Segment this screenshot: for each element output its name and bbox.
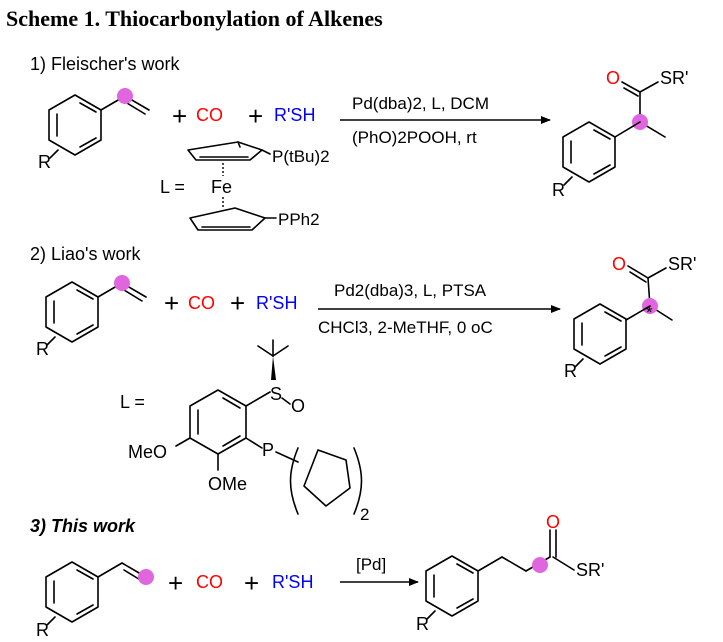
highlight-dot [114, 275, 130, 291]
plus-sign: + [168, 568, 183, 598]
product-sr: SR' [660, 68, 688, 88]
ferrocene-ligand: P(tBu)2 Fe PPh2 L = [160, 141, 330, 231]
conditions-bottom: CHCl3, 2-MeTHF, 0 oC [318, 318, 493, 337]
r-group-label: R [564, 361, 577, 381]
highlight-dot [532, 557, 548, 573]
scheme-title: Scheme 1. Thiocarbonylation of Alkenes [6, 6, 383, 31]
ligand-phosphorus: P [262, 440, 274, 460]
ligand-fe: Fe [211, 177, 232, 197]
conditions-top: Pd(dba)2, L, DCM [352, 94, 489, 113]
plus-sign: + [172, 101, 187, 131]
r-group-label: R [416, 614, 429, 634]
ligand-prefix: L = [160, 177, 185, 197]
r-group-label: R [36, 620, 49, 640]
product-sr: SR' [576, 560, 604, 580]
stereocenter-star: * [646, 303, 653, 322]
section-3-label-text: 3) This work [30, 516, 136, 536]
ligand-pph2: PPh2 [278, 210, 320, 229]
section-2-styrene: R [36, 275, 147, 359]
plus-sign: + [248, 101, 263, 131]
section-2-product: O SR' * R [564, 254, 696, 381]
co-reagent: CO [188, 293, 215, 313]
ligand-prefix: L = [120, 392, 145, 412]
ligand-p-tbu: P(tBu)2 [272, 147, 330, 166]
thiol-reagent: R'SH [272, 572, 313, 592]
section-2-label: 2) Liao's work [30, 244, 141, 264]
section-1-styrene: R [38, 88, 150, 172]
section-1-product: O SR' R [552, 68, 688, 200]
r-group-label: R [38, 152, 51, 172]
product-oxygen: O [612, 254, 626, 274]
product-oxygen: O [546, 512, 560, 532]
plus-sign: + [164, 288, 179, 318]
ligand-sulfur: S [270, 384, 282, 404]
bracket-right [353, 447, 363, 515]
sulfinyl-phosphine-ligand: L = S O MeO OMe P 2 [120, 339, 369, 524]
co-reagent: CO [196, 572, 223, 592]
ligand-subscript: 2 [360, 505, 369, 524]
co-reagent: CO [196, 105, 223, 125]
r-group-label: R [36, 339, 49, 359]
thiol-reagent: R'SH [256, 293, 297, 313]
plus-sign: + [244, 568, 259, 598]
ligand-meo: MeO [128, 442, 167, 462]
thiol-reagent: R'SH [274, 105, 315, 125]
section-1-label: 1) Fleischer's work [30, 54, 180, 74]
catalyst-label: [Pd] [356, 555, 386, 574]
conditions-bottom: (PhO)2POOH, rt [352, 128, 477, 147]
product-oxygen: O [606, 68, 620, 88]
ligand-oxygen: O [291, 396, 305, 416]
section-3-styrene: R [36, 561, 154, 640]
r-group-label: R [552, 180, 565, 200]
section-3-product: R O SR' [416, 512, 604, 634]
bracket-left [289, 447, 299, 515]
ligand-ome: OMe [208, 474, 247, 494]
product-sr: SR' [668, 254, 696, 274]
highlight-dot [138, 569, 154, 585]
plus-sign: + [230, 288, 245, 318]
conditions-top: Pd2(dba)3, L, PTSA [334, 281, 487, 300]
section-3-label: 3) This work [30, 516, 136, 536]
highlight-dot [117, 88, 133, 104]
